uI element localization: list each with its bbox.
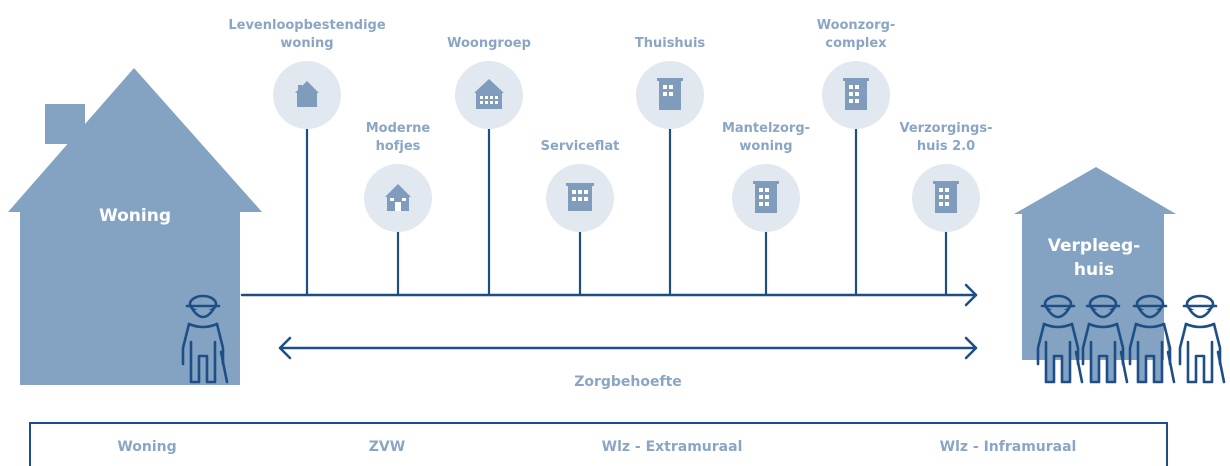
housing-option-2: Moderne hofjes <box>364 121 432 295</box>
funding-bar <box>29 422 1168 466</box>
funding-woning: Woning <box>117 439 176 455</box>
housing-option-6: Mantelzorg-woning <box>722 121 810 295</box>
timeline-arrow <box>240 283 978 307</box>
zorgbehoefte-arrow <box>278 336 978 360</box>
option-label: Woongroep <box>447 36 531 51</box>
option-label: hofjes <box>376 139 421 154</box>
building-icon <box>753 181 779 213</box>
small-house-icon <box>295 81 319 107</box>
funding-wlz-inframuraal: Wlz - Inframuraal <box>940 439 1077 455</box>
option-label: Woonzorg- <box>817 18 896 33</box>
tall-building-icon <box>657 78 683 110</box>
option-label: Thuishuis <box>635 36 706 51</box>
housing-option-4: Serviceflat <box>541 139 620 295</box>
option-label: Serviceflat <box>541 139 620 154</box>
housing-option-1: Levenloopbestendige woning <box>228 18 386 295</box>
funding-wlz-extramuraal: Wlz - Extramuraal <box>602 439 743 455</box>
housing-option-3: Woongroep <box>447 36 531 295</box>
option-label: Moderne <box>366 121 431 136</box>
option-label: woning <box>280 36 333 51</box>
option-label: woning <box>739 139 792 154</box>
option-label: huis 2.0 <box>917 139 975 154</box>
housing-option-8: Verzorgings-huis 2.0 <box>900 121 993 295</box>
apartment-building-icon <box>566 183 594 211</box>
option-label: Levenloopbestendige <box>228 18 385 33</box>
house-with-door-icon <box>385 184 411 211</box>
woning-house-illustration <box>8 68 262 385</box>
option-label: complex <box>825 36 887 51</box>
verpleeghuis-label-line2: huis <box>1074 260 1114 280</box>
housing-option-5: Thuishuis <box>635 36 706 295</box>
option-label: Mantelzorg- <box>722 121 810 136</box>
housing-option-7: Woonzorg-complex <box>817 18 896 295</box>
care-home-icon <box>933 181 959 213</box>
funding-zvw: ZVW <box>369 439 405 455</box>
woning-house-label: Woning <box>99 206 171 226</box>
option-label: Verzorgings- <box>900 121 993 136</box>
zorgbehoefte-label: Zorgbehoefte <box>574 374 682 390</box>
verpleeghuis-label-line1: Verpleeg- <box>1048 236 1140 256</box>
care-complex-icon <box>843 78 869 110</box>
house-with-windows-icon <box>474 79 504 109</box>
